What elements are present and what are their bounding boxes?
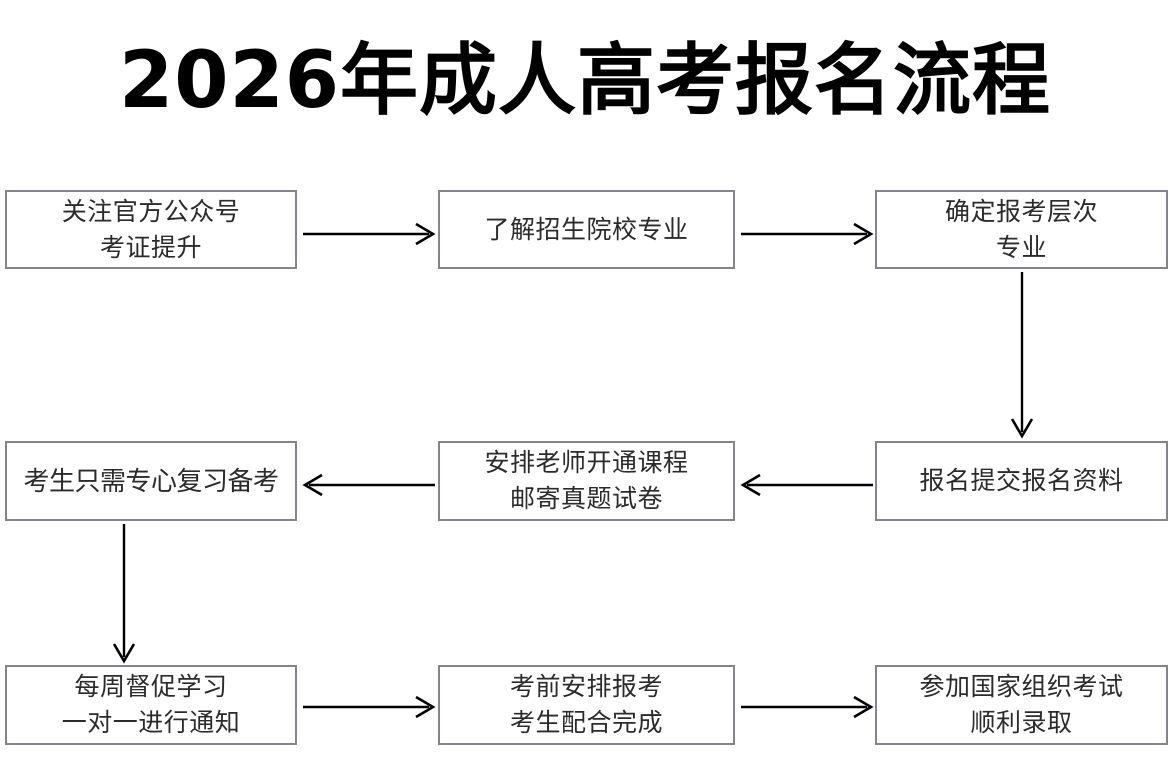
flow-node-1-line-2: 考证提升: [99, 233, 202, 262]
flow-node-8-line-1: 考前安排报考: [509, 673, 663, 701]
arrow-right-node2-to-node3: [741, 218, 874, 250]
flow-node-6[interactable]: 报名提交报名资料: [875, 441, 1168, 521]
flow-node-5-line-2: 邮寄真题试卷: [509, 485, 663, 513]
flow-node-1[interactable]: 关注官方公众号 考证提升: [5, 190, 297, 269]
flow-node-4[interactable]: 考生只需专心复习备考: [5, 441, 297, 521]
flow-node-8-line-2: 考生配合完成: [509, 709, 663, 737]
flow-node-7-line-2: 一对一进行通知: [61, 709, 241, 737]
flow-node-5-line-1: 安排老师开通课程: [484, 449, 689, 477]
flow-node-2-line-1: 了解招生院校专业: [484, 215, 689, 244]
flow-node-7[interactable]: 每周督促学习 一对一进行通知: [5, 665, 297, 745]
arrow-right-node7-to-node8: [303, 691, 436, 723]
flow-node-5[interactable]: 安排老师开通课程 邮寄真题试卷: [438, 441, 735, 521]
flow-node-3-line-2: 专业: [995, 233, 1047, 262]
flow-node-6-line-1: 报名提交报名资料: [919, 467, 1124, 495]
flow-node-8[interactable]: 考前安排报考 考生配合完成: [438, 665, 735, 745]
flow-node-4-line-1: 考生只需专心复习备考: [23, 466, 279, 496]
arrow-left-node5-to-node4: [302, 469, 435, 501]
flow-node-3-line-1: 确定报考层次: [944, 197, 1098, 226]
page-title: 2026年成人高考报名流程: [118, 36, 1052, 126]
arrow-right-node1-to-node2: [303, 218, 436, 250]
flow-node-9-line-1: 参加国家组织考试: [919, 673, 1124, 701]
flow-node-9-line-2: 顺利录取: [970, 709, 1073, 737]
arrow-down-node4-to-node7: [108, 524, 140, 664]
arrow-down-node3-to-node6: [1006, 272, 1038, 439]
flow-node-3[interactable]: 确定报考层次 专业: [875, 190, 1168, 269]
arrow-left-node6-to-node5: [740, 469, 873, 501]
flow-node-9[interactable]: 参加国家组织考试 顺利录取: [875, 665, 1168, 745]
arrow-right-node8-to-node9: [741, 691, 874, 723]
flow-node-7-line-1: 每周督促学习: [74, 673, 228, 701]
flow-node-2[interactable]: 了解招生院校专业: [438, 190, 735, 269]
flow-node-1-line-1: 关注官方公众号: [61, 197, 241, 226]
